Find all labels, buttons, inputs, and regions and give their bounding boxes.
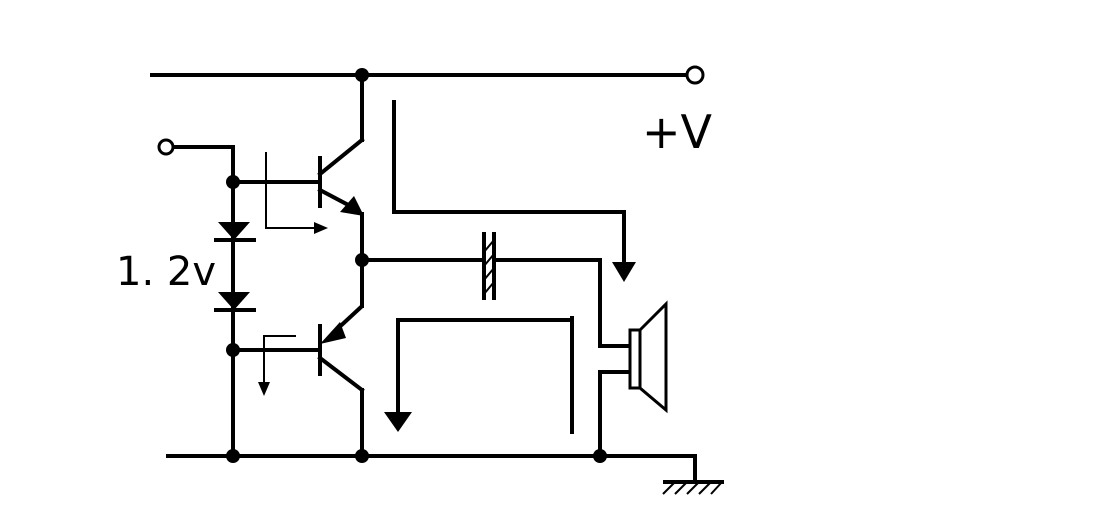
upper-current-flow-arrow (392, 100, 636, 282)
ground-rail (166, 449, 697, 463)
lower-base-current-arrow (258, 335, 296, 396)
supply-terminal (685, 65, 705, 85)
supply-rail (150, 65, 705, 85)
lower-pnp-transistor (317, 258, 365, 458)
upper-base-current-arrow (265, 152, 328, 234)
bias-diode-2 (214, 292, 256, 312)
output-capacitor (482, 232, 496, 300)
speaker-icon (628, 300, 668, 414)
input-terminal (157, 138, 175, 156)
speaker-wiring (598, 258, 634, 458)
upper-npn-transistor (317, 73, 365, 262)
supply-label: +V (642, 105, 713, 159)
diode-voltage-label: 1. 2v (116, 249, 216, 295)
bias-diode-1 (214, 222, 256, 242)
ground-symbol (662, 454, 724, 495)
lower-current-flow-arrow (384, 316, 574, 434)
